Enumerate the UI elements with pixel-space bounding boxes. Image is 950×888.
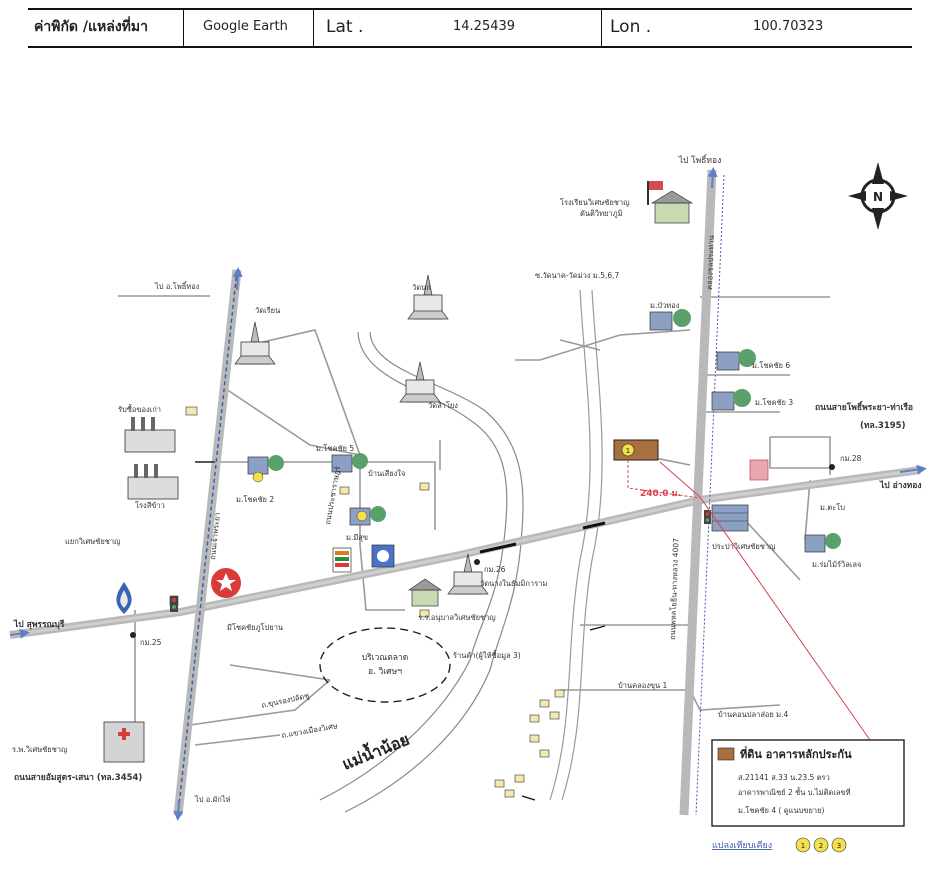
map-label: 3 (837, 842, 841, 850)
temple-icon (399, 361, 441, 403)
map-label: ถ.แขวงเมืองวิเศษ (281, 721, 339, 740)
water-works-icon (711, 504, 749, 532)
map-label: (ทล.3195) (860, 421, 906, 431)
map-label: อ. วิเศษฯ (368, 667, 402, 677)
map-label: ไป อ.ผักไห่ (194, 795, 231, 804)
map-label: กม.25 (140, 638, 162, 647)
coordinate-header: ค่าพิกัด /แหล่งที่มา Google Earth Lat . … (28, 8, 912, 48)
map-label: ที่ดิน อาคารหลักประกัน (740, 746, 852, 761)
map-label: วัดเรียน (255, 306, 280, 315)
village-icon (716, 349, 756, 371)
map-label: ร.ร.อนุบาลวิเศษชัยชาญ (418, 613, 496, 622)
map-label: ถนนประชาราษฎร์ (323, 466, 342, 526)
map-label: ถนนสายอัมสูตร-เสนา (ทล.3454) (14, 772, 142, 783)
legend-footer: แปลงเทียบเคียง (712, 840, 772, 851)
bank-icon (371, 544, 395, 568)
map-label: 1 (626, 447, 630, 455)
map-label: โรงเรียนวิเศษชัยชาญ (560, 198, 630, 207)
map-label: N (873, 190, 883, 204)
market-area (319, 627, 451, 703)
compass-north-icon: N (848, 162, 908, 230)
convenience-store-icon (332, 547, 352, 573)
factory-icon (124, 417, 176, 453)
map-label: โรงสีข้าว (135, 501, 165, 510)
traffic-light-icon (704, 510, 711, 524)
map-label: ม.ตะโบ (820, 503, 845, 512)
distance-label: 240.0 ม. (640, 489, 681, 499)
map-label: ตันติวิทยาภูมิ (580, 209, 623, 218)
map-label: 2 (819, 842, 823, 850)
village-icon (711, 389, 751, 411)
map-label: ถ.ขุนรองปลัดชู (261, 691, 311, 710)
temple-icon (407, 274, 449, 320)
hospital-icon (103, 721, 145, 763)
school-icon (647, 181, 694, 224)
map-label: รับซื้อของเก่า (118, 404, 161, 414)
map-label: ถนนพหลโยธิน-ทางหลวง 4007 (668, 538, 681, 640)
map-label: ร.พ.วิเศษชัยชาญ (12, 745, 67, 754)
map-label: ไป สุพรรณบุรี (13, 619, 65, 630)
map-label: ประปาวิเศษชัยชาญ (712, 542, 775, 551)
lon-label: Lon . (610, 17, 652, 37)
map-label: กม.28 (840, 454, 862, 463)
lon-value: 100.70323 (753, 19, 824, 34)
village-icon (331, 453, 368, 473)
map-label: ไป อ่างทอง (879, 480, 922, 491)
lat-label: Lat . (326, 17, 364, 37)
map-label: ถนนสายโพธิ์พระยา-ท่าเรือ (815, 400, 913, 413)
map-label: ม.บัวทอง (650, 301, 680, 310)
temple-icon (447, 553, 489, 595)
village-icon (349, 506, 386, 526)
map-label: วัดลำโยง (428, 401, 458, 410)
map-label: กม.26 (484, 565, 506, 574)
map-label: ร้านค้า(ผู้ให้ซื้อมูล 3) (453, 650, 521, 660)
map-label: แยกวิเศษชัยชาญ (65, 537, 120, 546)
village-icon (649, 309, 691, 331)
village-icon (804, 533, 841, 553)
star-brand-icon (211, 568, 241, 598)
map-label: ซ.วัดนาค-วัดม่วง ม.5,6,7 (535, 271, 620, 280)
traffic-light-icon (170, 596, 178, 612)
lat-value: 14.25439 (453, 19, 516, 34)
factory-icon (127, 464, 179, 500)
map-label: ไป อ.โพธิ์ทอง (154, 281, 200, 291)
source-label: ค่าพิกัด /แหล่งที่มา (34, 19, 148, 35)
market-label: บริเวณตลาด (362, 653, 409, 663)
fuel-station-icon (116, 582, 132, 614)
map-label: ไป โพธิ์ทอง (678, 154, 722, 166)
comparison-markers: 1 2 3 (795, 837, 847, 853)
map-label: บ้านคอนปลาส่อย ม.4 (718, 710, 789, 719)
source-value: Google Earth (203, 19, 288, 34)
map-label: บ้านเสียงใจ (368, 469, 405, 478)
map-label: คลองชลประทาน (705, 235, 716, 290)
temple-icon (234, 321, 276, 365)
map-legend: ที่ดิน อาคารหลักประกัน ส.21141 ส.33 น.23… (711, 739, 905, 827)
map-label: มีโชคชัยภูโปยาน (227, 623, 283, 632)
property-marker (613, 439, 659, 461)
map-label: ม.โชคชัย 6 (752, 361, 790, 370)
map-label: ม.ร่มไม้ร์วิลเลจ (812, 560, 861, 569)
map-label: วัดนก (412, 283, 431, 292)
map-label: วัดนางในธัมมิการาม (480, 579, 547, 588)
village-icon (247, 455, 284, 483)
map-label: ม.มีสุข (346, 533, 368, 542)
map-label: อาคารพาณิชย์ 2 ชั้น บ.ไม่ติดเลขที่ (738, 787, 851, 797)
map-label: ม.โชคชัย 5 (316, 444, 354, 453)
legend-swatch (717, 747, 735, 761)
map-label: ม.โชคชัย 3 (755, 398, 793, 407)
canal-east (549, 289, 591, 801)
school-icon (407, 578, 443, 607)
map-label: ส.21141 ส.33 น.23.5 ตรว (738, 773, 830, 782)
map-label: บ้านคลองขุน 1 (618, 681, 668, 690)
map-label: 1 (801, 842, 805, 850)
map-label: ม.โชคชัย 2 (236, 495, 274, 504)
map-label: ม.โชคชัย 4 ( ดูแนบขยาย) (738, 806, 825, 815)
post-office-icon (749, 459, 769, 481)
location-map: บริเวณตลาด อ. วิเศษฯ N (9, 154, 927, 853)
highway-north-south-east (679, 169, 717, 816)
